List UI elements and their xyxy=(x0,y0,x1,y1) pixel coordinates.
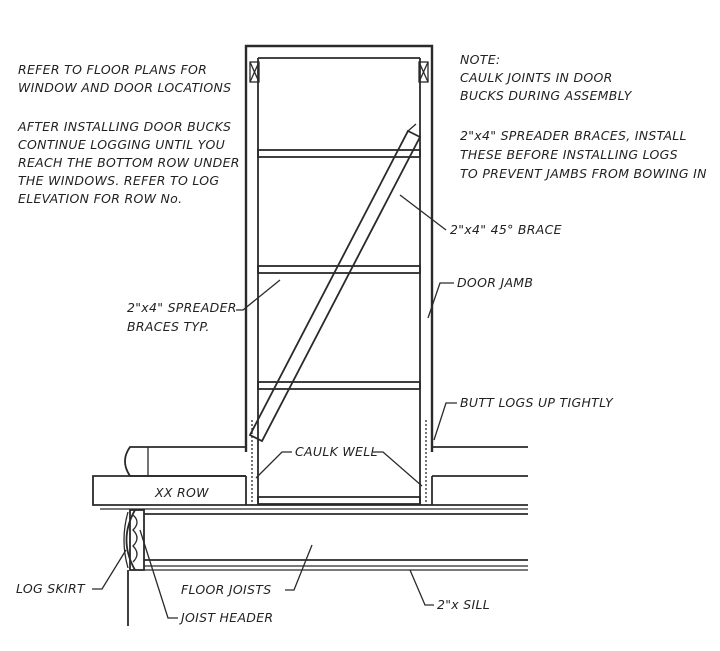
joist-header-leader xyxy=(139,529,178,619)
corner-block-left xyxy=(249,61,260,83)
spreader-typ-leader xyxy=(236,279,281,311)
note-spreader-line-3: TO PREVENT JAMBS FROM BOWING IN xyxy=(460,166,707,181)
corner-block-right xyxy=(418,61,429,83)
spreader-brace-2 xyxy=(257,265,421,274)
log-skirt-label: LOG SKIRT xyxy=(16,581,86,596)
note-caulk-line-3: BUCKS DURING ASSEMBLY xyxy=(460,88,633,103)
note-floor-plans-line-2: WINDOW AND DOOR LOCATIONS xyxy=(18,80,231,95)
note-caulk-joints: NOTE: CAULK JOINTS IN DOOR BUCKS DURING … xyxy=(460,52,633,103)
butt-logs-leader xyxy=(433,402,457,441)
note-floor-plans-line-1: REFER TO FLOOR PLANS FOR xyxy=(18,62,207,77)
note-after-line-2: CONTINUE LOGGING UNTIL YOU xyxy=(18,137,225,152)
spreader-brace-3 xyxy=(257,381,421,390)
foundation xyxy=(123,509,528,626)
corner-block-left-x2 xyxy=(249,61,260,83)
xx-row-log xyxy=(92,475,528,506)
log-skirt-leader xyxy=(92,549,127,590)
diagonal-brace xyxy=(248,123,422,443)
brace-45-label: 2"x4" 45° BRACE xyxy=(450,222,562,237)
note-after-line-4: THE WINDOWS. REFER TO LOG xyxy=(18,173,219,188)
spreader-typ-label: 2"x4" SPREADER BRACES TYP. xyxy=(127,300,241,334)
caulk-well-label: CAULK WELL xyxy=(295,444,378,459)
note-floor-plans: REFER TO FLOOR PLANS FOR WINDOW AND DOOR… xyxy=(18,62,231,95)
door-jamb-label: DOOR JAMB xyxy=(457,275,533,290)
note-spreader-line-2: THESE BEFORE INSTALLING LOGS xyxy=(460,147,678,162)
caulk-well-leader-right xyxy=(373,451,423,487)
note-after-line-5: ELEVATION FOR ROW No. xyxy=(18,191,182,206)
note-after-line-1: AFTER INSTALLING DOOR BUCKS xyxy=(17,119,231,134)
joist-header-label: JOIST HEADER xyxy=(178,610,273,625)
spreader-brace-1 xyxy=(257,149,421,158)
sill-label: 2"x SILL xyxy=(437,597,490,612)
callouts: 2"x4" 45° BRACE DOOR JAMB 2"x4" SPREADER… xyxy=(16,194,614,625)
frame-outline xyxy=(244,44,434,452)
corner-block-right-x2 xyxy=(418,61,429,83)
caulk-well-leader-left xyxy=(255,451,292,479)
xx-row-label: XX ROW xyxy=(154,485,209,500)
note-spreader-braces: 2"x4" SPREADER BRACES, INSTALL THESE BEF… xyxy=(460,128,707,181)
floor-joists-leader xyxy=(285,544,313,591)
note-spreader-line-1: 2"x4" SPREADER BRACES, INSTALL xyxy=(460,128,687,143)
note-after-line-3: REACH THE BOTTOM ROW UNDER xyxy=(18,155,240,170)
diagonal-brace-body xyxy=(248,129,422,443)
joist-header xyxy=(129,509,145,571)
logs: XX ROW xyxy=(92,446,528,510)
brace-45-leader xyxy=(399,194,447,231)
caulk-wells xyxy=(251,420,427,505)
spreader-brace-4 xyxy=(257,496,421,505)
diagonal-brace-cap xyxy=(407,123,417,132)
sill-leader xyxy=(409,569,434,606)
door-buck-frame xyxy=(244,44,434,505)
butt-logs-label: BUTT LOGS UP TIGHTLY xyxy=(460,395,614,410)
spreader-typ-line-2: BRACES TYP. xyxy=(127,319,210,334)
floor-joists-label: FLOOR JOISTS xyxy=(181,582,271,597)
joist-header-grain xyxy=(132,514,138,563)
log-skirt xyxy=(125,509,136,571)
spreader-typ-line-1: 2"x4" SPREADER xyxy=(127,300,237,315)
upper-log-left xyxy=(124,446,246,477)
note-after-installing: AFTER INSTALLING DOOR BUCKS CONTINUE LOG… xyxy=(17,119,244,206)
log-skirt-inner xyxy=(123,511,129,569)
note-caulk-line-1: NOTE: xyxy=(460,52,500,67)
spreader-braces xyxy=(257,149,421,505)
door-jamb-leader xyxy=(427,282,454,319)
note-caulk-line-2: CAULK JOINTS IN DOOR xyxy=(460,70,613,85)
